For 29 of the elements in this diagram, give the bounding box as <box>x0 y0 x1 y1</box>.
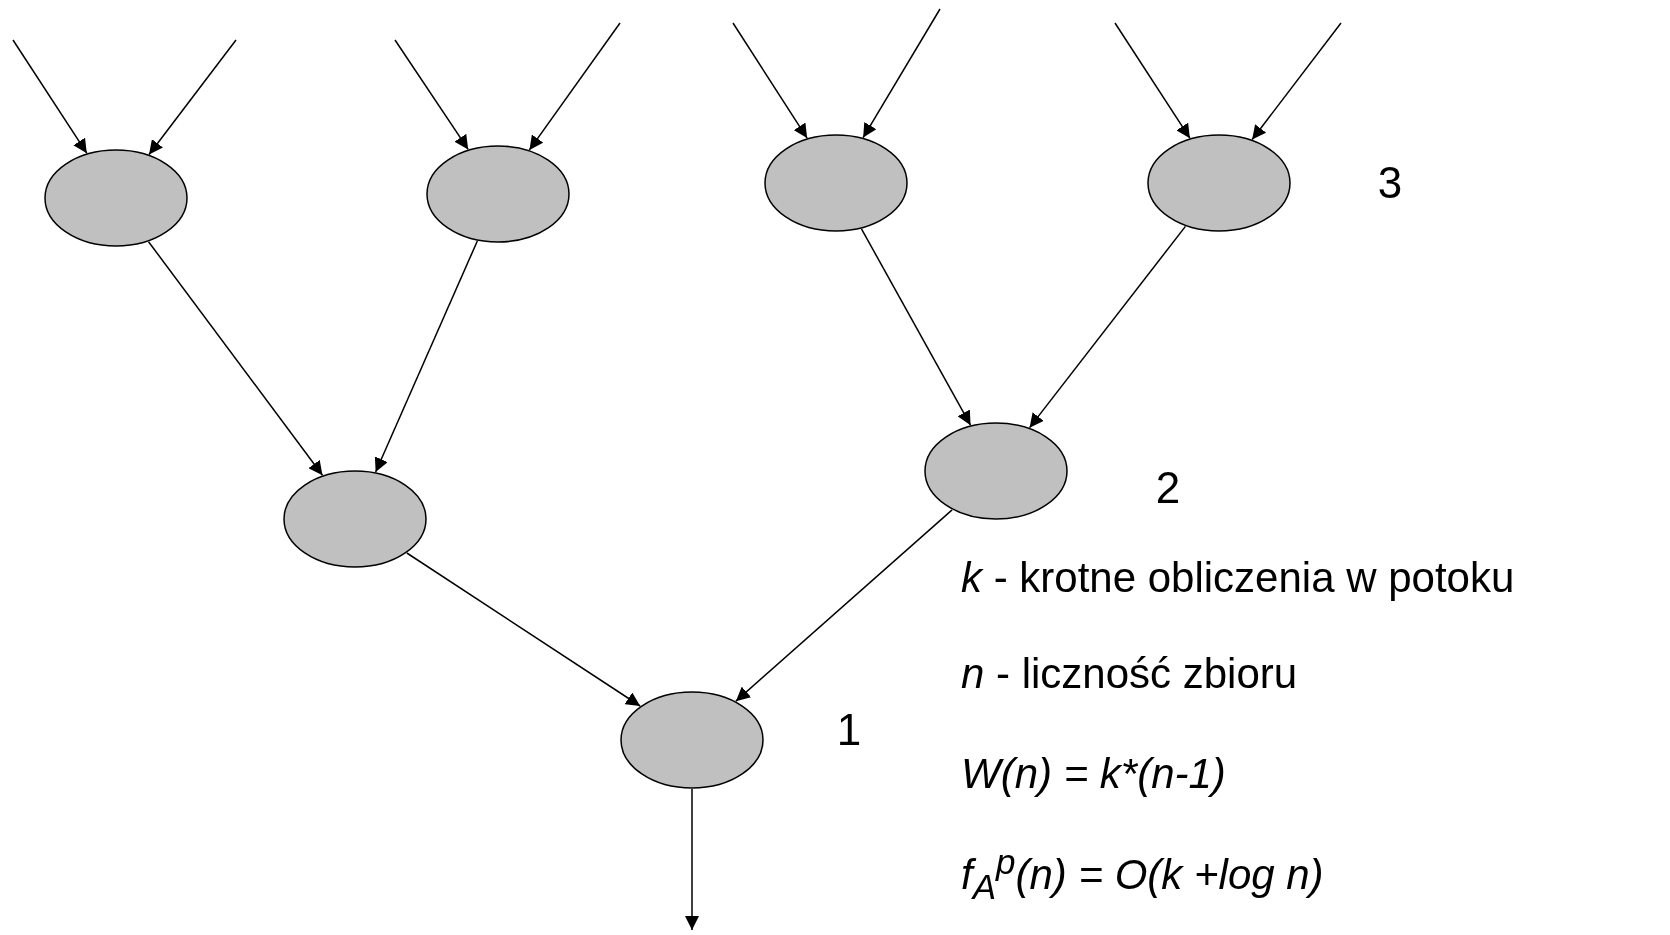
node-ellipse <box>620 691 764 789</box>
arrow <box>860 228 972 426</box>
formula-text: f$_{A}$$^{p}$(n) = O(k +log n) <box>961 844 1324 904</box>
formula-text: n - liczność zbioru <box>961 653 1298 695</box>
arrow <box>12 39 88 154</box>
node-ellipse <box>44 149 188 247</box>
arrow <box>147 240 324 477</box>
node-ellipse <box>924 422 1068 520</box>
arrow <box>406 552 641 707</box>
level-number: 3 <box>1377 161 1403 205</box>
arrow <box>374 240 479 473</box>
arrow <box>732 22 808 139</box>
arrow <box>148 39 237 156</box>
node-ellipse <box>764 134 908 232</box>
arrow <box>685 788 699 931</box>
arrow <box>528 22 621 151</box>
arrow <box>735 509 953 702</box>
formula-text: W(n) = k*(n-1) <box>961 753 1226 795</box>
arrow <box>1251 22 1342 141</box>
node-ellipse <box>426 145 570 243</box>
arrow <box>394 39 469 151</box>
arrow <box>1114 22 1191 139</box>
formula-text: k - krotne obliczenia w potoku <box>961 557 1515 599</box>
node-ellipse <box>283 470 427 568</box>
arrow <box>1028 225 1187 429</box>
arrow <box>862 8 941 139</box>
level-number: 1 <box>836 708 862 752</box>
level-number: 2 <box>1155 466 1181 510</box>
node-ellipse <box>1147 134 1291 232</box>
